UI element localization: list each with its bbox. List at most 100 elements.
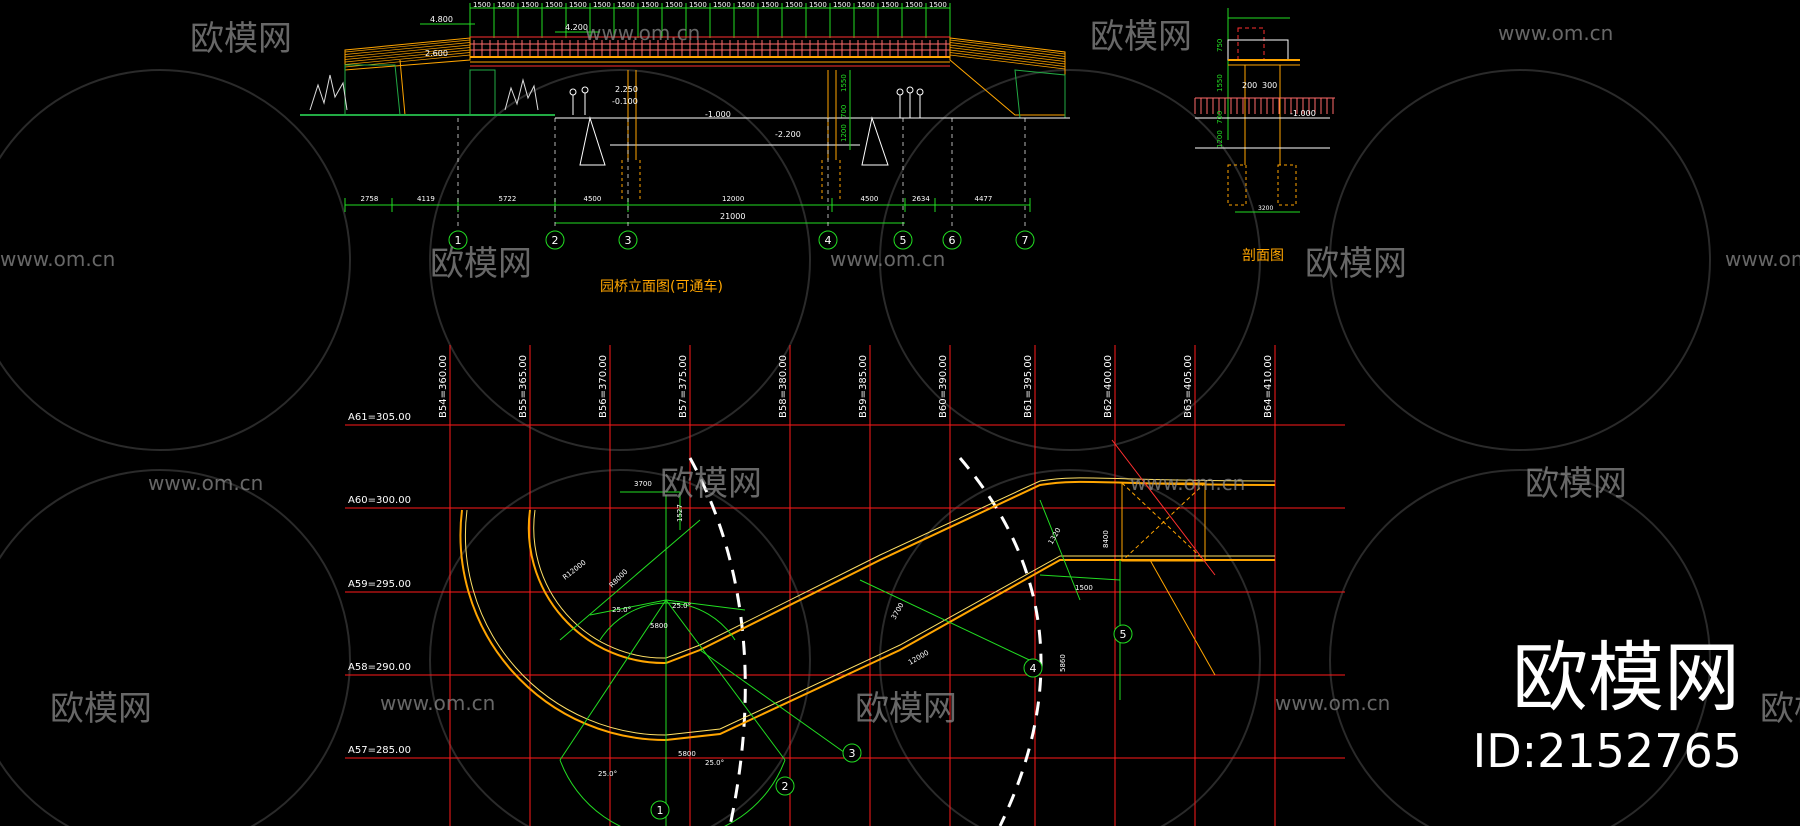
- people-figures: [569, 86, 924, 118]
- axis-label: 3: [625, 234, 632, 247]
- elevation-top-dimensions: 1500 1500 1500 1500 1500 1500 1500 1500 1500 1500…: [473, 1, 947, 9]
- grid-column-label: B59=385.00: [858, 355, 869, 418]
- grid-column-label: B60=390.00: [938, 355, 949, 418]
- plan-dimension-note: 5800: [650, 622, 668, 630]
- ramp-hatch-line: [949, 42, 1066, 57]
- elevation-drawing: 1500 1500 1500 1500 1500 1500 1500 1500 1500 1500…: [300, 1, 1070, 295]
- bottom-dimension-label: 2758: [361, 195, 379, 203]
- plan-dimension-note: 25.0°: [598, 770, 617, 778]
- top-dimension-label: 1500: [905, 1, 923, 9]
- ramp-hatch-line: [949, 47, 1066, 62]
- bottom-dimension-label: 5722: [499, 195, 517, 203]
- top-dimension-label: 1500: [809, 1, 827, 9]
- top-dimension-label: 1500: [521, 1, 539, 9]
- watermark-brand: 欧模网: [50, 689, 152, 729]
- plan-axis-bubble: [650, 800, 670, 820]
- axis-bubble: [893, 230, 913, 250]
- watermark-brand: 欧模网: [190, 19, 292, 59]
- plan-axis-label: 4: [1030, 662, 1037, 675]
- ramp-hatch-line: [344, 44, 471, 58]
- level-4800: 4.800: [430, 15, 453, 24]
- section-dim-3200: 3200: [1258, 205, 1273, 212]
- ramp-hatch-line: [949, 39, 1066, 55]
- vert-dim-1550: 1550: [840, 74, 848, 92]
- watermark-brand: 欧模网: [430, 244, 532, 284]
- bridge-outer-edge-inner: [464, 509, 1275, 736]
- bottom-dimension-label: 4500: [861, 195, 879, 203]
- watermark-brand: 欧模网: [1090, 17, 1192, 57]
- watermark-site: www.om.cn: [1130, 471, 1245, 495]
- overall-dimension: 21000: [720, 212, 745, 221]
- watermark-site: www.om.cn: [1275, 691, 1390, 715]
- watermark-brand: 欧模网: [660, 464, 762, 504]
- axis-bubble: [618, 230, 638, 250]
- ramp-hatch-line: [344, 42, 471, 55]
- section-dim-750: 750: [1216, 39, 1224, 52]
- axis-label: 7: [1022, 234, 1029, 247]
- watermark-site: www.om.cn: [380, 691, 495, 715]
- grid-column-label: B55=365.00: [518, 355, 529, 418]
- grid-column-label: B56=370.00: [598, 355, 609, 418]
- bottom-dimension-label: 2634: [912, 195, 930, 203]
- section-railing: [1194, 97, 1335, 114]
- level-4200: 4.200: [565, 23, 588, 32]
- top-dimension-label: 1500: [857, 1, 875, 9]
- watermark-layer: 欧模网欧模网欧模网欧模网欧模网欧模网欧模网欧模网欧模网www.om.cnwww.…: [0, 17, 1800, 729]
- ramp-hatch-line: [344, 49, 471, 63]
- grid-row-label: A60=300.00: [348, 495, 411, 506]
- plan-dimension-note: 25.0°: [672, 602, 691, 610]
- piles: [621, 160, 841, 200]
- top-dimension-label: 1500: [833, 1, 851, 9]
- watermark-brand-large: 欧模网: [1512, 633, 1740, 722]
- watermark-site: www.om.cn: [1725, 247, 1800, 271]
- axis-label: 6: [949, 234, 956, 247]
- ramp-hatch-line: [949, 52, 1066, 67]
- top-dimension-label: 1500: [737, 1, 755, 9]
- watermark-brand: 欧模网: [1760, 689, 1800, 729]
- ramp-hatch-line: [949, 49, 1066, 65]
- top-dimension-label: 1500: [785, 1, 803, 9]
- top-dimension-label: 1500: [593, 1, 611, 9]
- plan-dimension-note: 5860: [1059, 654, 1067, 672]
- axis-bubble: [545, 230, 565, 250]
- top-dimension-label: 1500: [689, 1, 707, 9]
- grid-row-label: A57=285.00: [348, 745, 411, 756]
- shrubs: [309, 74, 539, 111]
- level-neg0100: -0.100: [612, 97, 638, 106]
- grid-column-label: B64=410.00: [1263, 355, 1274, 418]
- plan-dimension-note: 3700: [634, 480, 652, 488]
- top-dimension-label: 1500: [881, 1, 899, 9]
- section-dim-300: 300: [1262, 81, 1277, 90]
- top-dimension-label: 1500: [545, 1, 563, 9]
- watermark-site: www.om.cn: [148, 471, 263, 495]
- watermark-site: www.om.cn: [0, 247, 115, 271]
- plan-axis-label: 2: [782, 780, 789, 793]
- plan-dimension-note: 1527: [676, 504, 684, 522]
- level-2600: 2.600: [425, 49, 448, 58]
- plan-dimension-note: 8400: [1102, 530, 1110, 548]
- vert-dim-1200: 1200: [840, 124, 848, 142]
- grid-column-label: B54=360.00: [438, 355, 449, 418]
- watermark-site: www.om.cn: [830, 247, 945, 271]
- bottom-dimension-label: 4500: [584, 195, 602, 203]
- plan-coordinate-grid: [345, 345, 1345, 826]
- plan-axis-label: 5: [1120, 628, 1127, 641]
- top-dimension-label: 1500: [641, 1, 659, 9]
- watermark-id: ID:2152765: [1472, 724, 1742, 778]
- elevation-title: 园桥立面图(可通车): [600, 278, 723, 295]
- plan-dimension-note: 1500: [1075, 584, 1093, 592]
- grid-column-label: B62=400.00: [1103, 355, 1114, 418]
- plan-axis-bubble: [775, 776, 795, 796]
- top-dimension-label: 1500: [665, 1, 683, 9]
- section-drawing: 750 1550 700 1200 200 300 3200 -1.000 剖面…: [1194, 8, 1335, 264]
- plan-axis-bubble: [1113, 624, 1133, 644]
- watermark-brand: 欧模网: [855, 689, 957, 729]
- plan-axis-bubble: [1023, 658, 1043, 678]
- bridge-inner-edge-inner: [533, 477, 1276, 659]
- ramp-hatch-line: [949, 44, 1066, 60]
